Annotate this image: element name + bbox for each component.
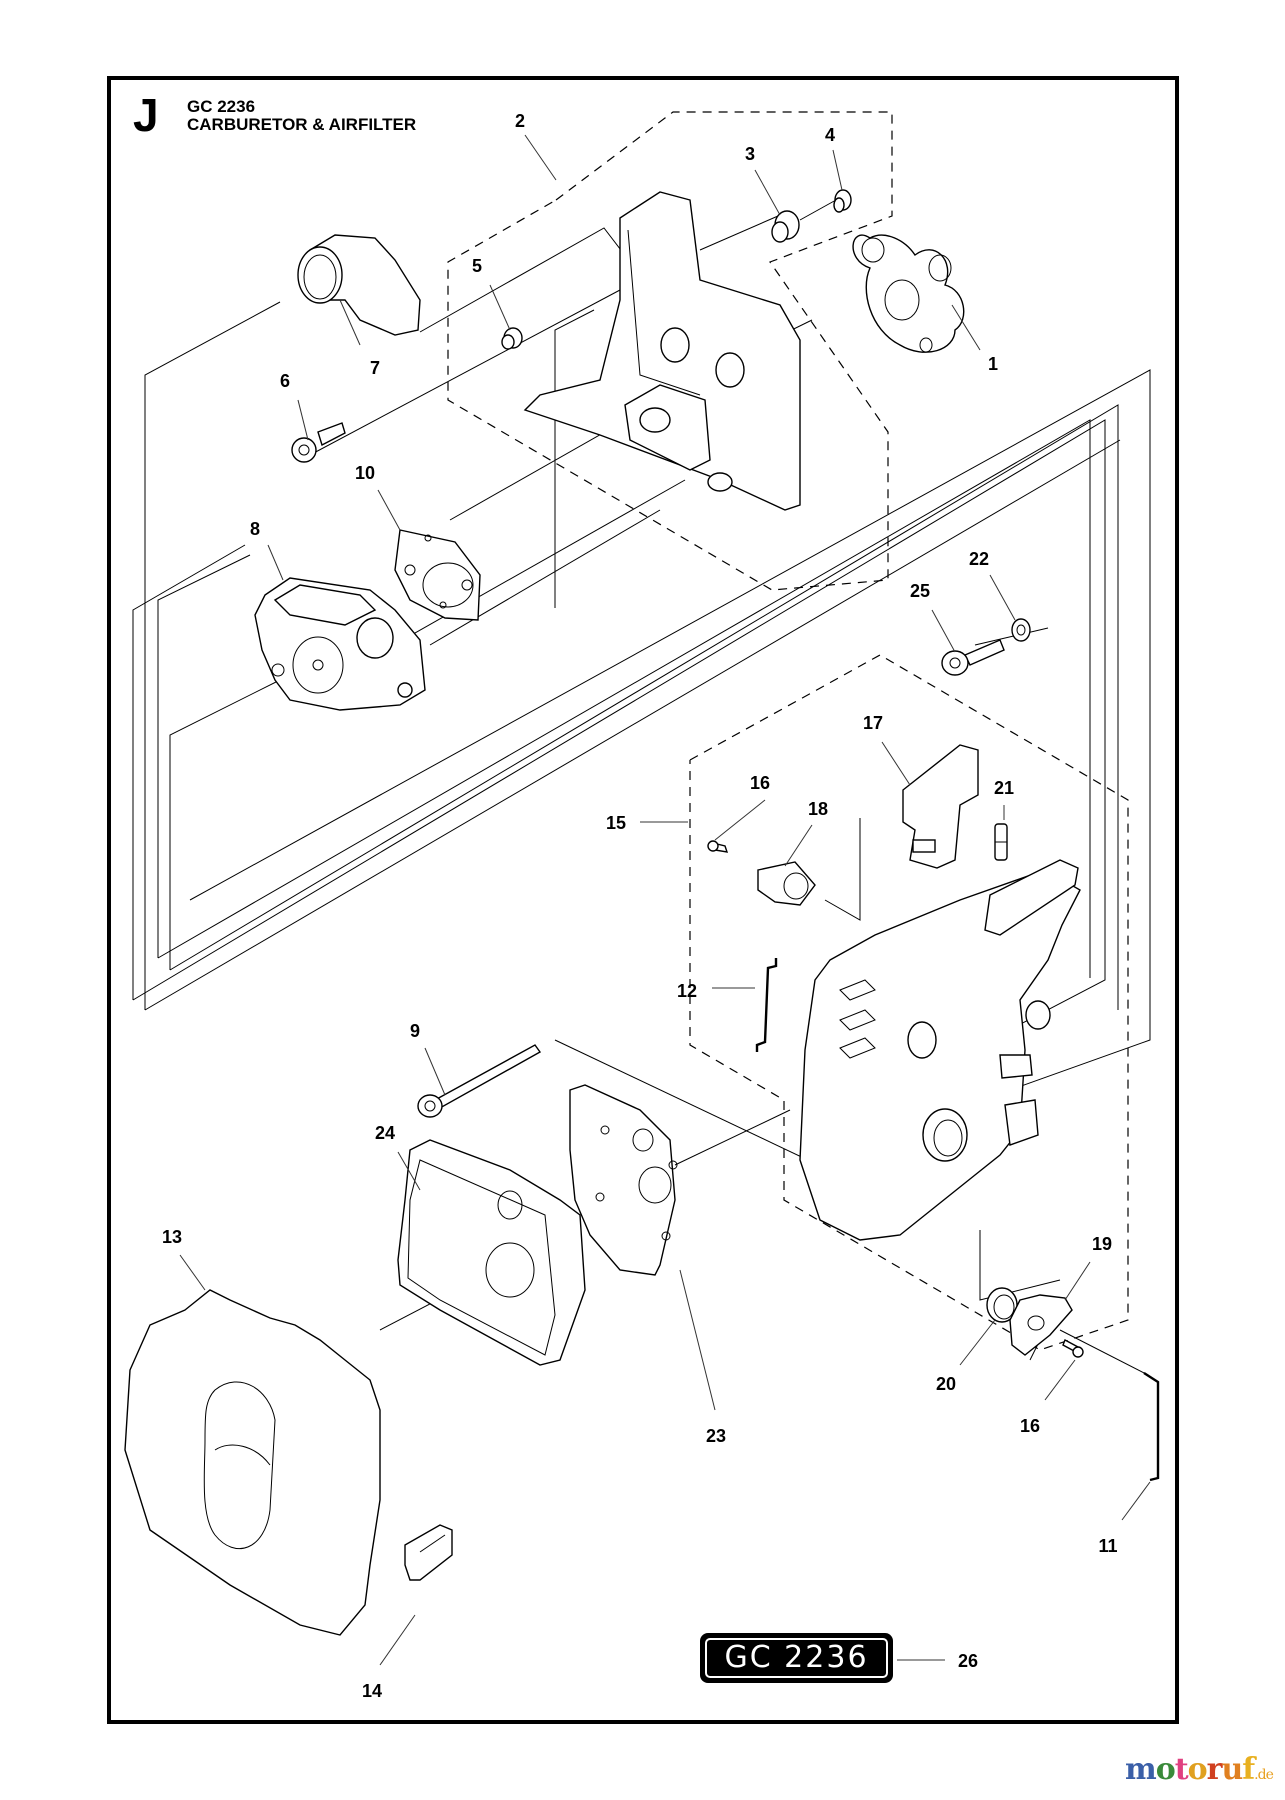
label-26[interactable]: 26 bbox=[958, 1651, 978, 1671]
model-name: GC 2236 bbox=[187, 97, 256, 116]
part-intake-elbow[interactable] bbox=[297, 234, 421, 336]
part-long-screw[interactable] bbox=[417, 1044, 542, 1118]
label-15[interactable]: 15 bbox=[606, 813, 626, 833]
part-carburetor-holder[interactable] bbox=[523, 191, 801, 511]
part-small-screw-lower[interactable] bbox=[1062, 1339, 1084, 1358]
label-13[interactable]: 13 bbox=[162, 1227, 182, 1247]
label-12[interactable]: 12 bbox=[677, 981, 697, 1001]
label-11[interactable]: 11 bbox=[1098, 1536, 1117, 1556]
group-boundary-2 bbox=[447, 111, 893, 591]
label-5[interactable]: 5 bbox=[472, 256, 482, 276]
group-boundary-15 bbox=[689, 654, 1129, 1351]
label-9[interactable]: 9 bbox=[410, 1021, 420, 1041]
label-24[interactable]: 24 bbox=[375, 1123, 395, 1143]
label-1[interactable]: 1 bbox=[988, 354, 998, 374]
label-6[interactable]: 6 bbox=[280, 371, 290, 391]
part-bushing-4[interactable] bbox=[833, 189, 852, 213]
label-23[interactable]: 23 bbox=[706, 1426, 726, 1446]
label-14[interactable]: 14 bbox=[362, 1681, 382, 1701]
label-20[interactable]: 20 bbox=[936, 1374, 956, 1394]
part-cover-clip[interactable] bbox=[404, 1524, 453, 1581]
watermark-letter: u bbox=[1221, 1752, 1243, 1787]
watermark-suffix: .de bbox=[1254, 1767, 1274, 1783]
label-17[interactable]: 17 bbox=[863, 713, 883, 733]
section-letter: J bbox=[133, 89, 159, 141]
part-screw[interactable] bbox=[291, 422, 346, 463]
watermark-logo: motoruf.de bbox=[1125, 1752, 1274, 1787]
diagram-frame bbox=[107, 76, 1179, 1724]
label-21[interactable]: 21 bbox=[994, 778, 1014, 798]
part-bushing-3[interactable] bbox=[771, 210, 800, 243]
part-screw-medium[interactable] bbox=[941, 639, 1005, 676]
section-title: CARBURETOR & AIRFILTER bbox=[187, 115, 417, 134]
part-choke-lever[interactable] bbox=[902, 744, 979, 869]
part-choke-rod[interactable] bbox=[1143, 1371, 1160, 1482]
label-3[interactable]: 3 bbox=[745, 144, 755, 164]
part-seal-ring[interactable] bbox=[986, 1287, 1018, 1323]
part-air-filter-cover[interactable] bbox=[124, 1289, 381, 1636]
watermark-letter: r bbox=[1206, 1752, 1223, 1787]
part-filter-holder[interactable] bbox=[397, 1139, 586, 1366]
label-10[interactable]: 10 bbox=[355, 463, 375, 483]
watermark-letter: t bbox=[1174, 1752, 1189, 1787]
label-19[interactable]: 19 bbox=[1092, 1234, 1112, 1254]
part-carburetor[interactable] bbox=[254, 577, 426, 711]
part-throttle-rod[interactable] bbox=[755, 958, 778, 1052]
label-16[interactable]: 16 bbox=[750, 773, 770, 793]
part-swivel[interactable] bbox=[757, 861, 816, 906]
part-labels: 2 3 4 5 1 7 6 10 8 22 25 17 21 16 18 15 … bbox=[162, 111, 1118, 1701]
label-leaders bbox=[179, 134, 1151, 1666]
model-decal[interactable]: GC 2236 bbox=[700, 1633, 893, 1683]
label-25[interactable]: 25 bbox=[910, 581, 930, 601]
part-washer[interactable] bbox=[1011, 618, 1031, 642]
label-7[interactable]: 7 bbox=[370, 358, 380, 378]
model-decal-text: GC 2236 bbox=[705, 1638, 888, 1678]
label-22[interactable]: 22 bbox=[969, 549, 989, 569]
watermark-letter: o bbox=[1155, 1752, 1176, 1787]
watermark-letter: f bbox=[1242, 1752, 1255, 1787]
diagram-title: GC 2236 CARBURETOR & AIRFILTER bbox=[187, 98, 416, 134]
watermark-letter: m bbox=[1125, 1752, 1157, 1787]
part-gasket[interactable] bbox=[394, 529, 481, 621]
watermark-letter: o bbox=[1187, 1752, 1208, 1787]
label-16-lower[interactable]: 16 bbox=[1020, 1416, 1040, 1436]
part-air-filter-housing[interactable] bbox=[799, 859, 1081, 1241]
part-spring[interactable] bbox=[994, 823, 1008, 861]
label-4[interactable]: 4 bbox=[825, 125, 835, 145]
label-2[interactable]: 2 bbox=[515, 111, 525, 131]
part-small-screw[interactable] bbox=[707, 840, 729, 853]
part-air-filter[interactable] bbox=[569, 1084, 678, 1276]
part-choke-plate[interactable] bbox=[1009, 1294, 1073, 1356]
part-intake-flange[interactable] bbox=[852, 234, 965, 353]
label-8[interactable]: 8 bbox=[250, 519, 260, 539]
label-18[interactable]: 18 bbox=[808, 799, 828, 819]
part-sleeve[interactable] bbox=[501, 327, 523, 350]
